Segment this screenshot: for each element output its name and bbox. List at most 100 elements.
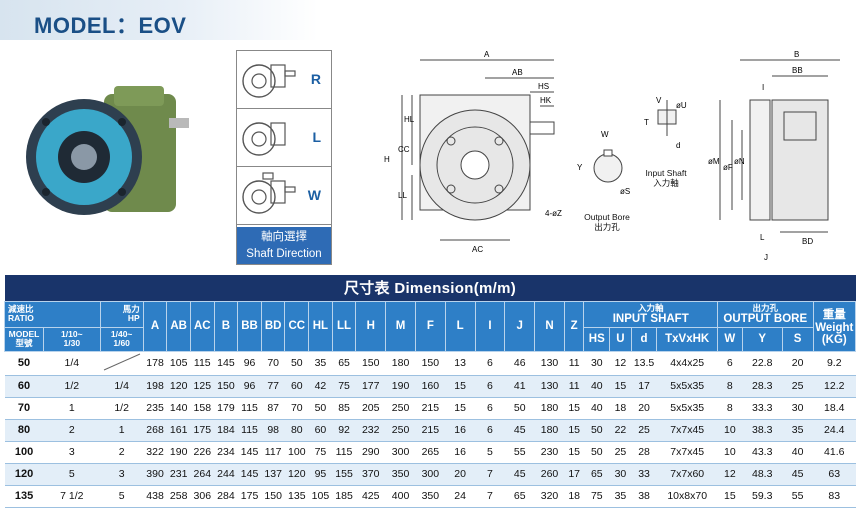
- table-cell: 7 1/2: [43, 485, 101, 508]
- table-cell: 130: [534, 351, 565, 376]
- table-cell: 155: [332, 463, 356, 486]
- ratio-range-2-bottom: 1/60: [113, 338, 130, 348]
- table-cell: 20: [782, 351, 814, 376]
- col-u: U: [609, 326, 632, 352]
- table-cell: 8: [717, 397, 743, 420]
- dimension-table: 尺寸表 Dimension(m/m) 減速比 RATIO 馬力 HP A AB …: [3, 275, 857, 508]
- hp-header-cn: 馬力: [122, 304, 140, 314]
- col-cc: CC: [284, 300, 310, 352]
- dim-i: I: [762, 83, 764, 92]
- table-cell: 438: [143, 485, 167, 508]
- table-cell: 7x7x45: [656, 441, 718, 464]
- output-bore-header-cn: 出力孔: [752, 302, 779, 313]
- col-m: M: [385, 300, 416, 352]
- table-cell: 150: [415, 351, 446, 376]
- table-cell: 43.3: [742, 441, 783, 464]
- table-cell: 15: [564, 397, 584, 420]
- table-cell: 178: [143, 351, 167, 376]
- table-cell: 130: [534, 375, 565, 398]
- table-cell: 231: [166, 463, 191, 486]
- model-cell: 50: [4, 351, 44, 376]
- table-cell: 7x7x60: [656, 463, 718, 486]
- col-ac: AC: [189, 300, 215, 352]
- direction-r-label: R: [310, 71, 321, 87]
- empty-diagonal: [103, 353, 140, 370]
- dim-b: B: [794, 50, 799, 59]
- dimension-table-wrap: 尺寸表 Dimension(m/m) 減速比 RATIO 馬力 HP A AB …: [3, 275, 857, 522]
- table-cell: 6: [475, 397, 505, 420]
- table-cell: 33.3: [742, 397, 783, 420]
- table-cell: 135: [284, 485, 309, 508]
- side-view: [719, 59, 840, 233]
- table-cell: 38.3: [742, 419, 783, 442]
- table-cell: 63: [813, 463, 856, 486]
- table-cell: 48.3: [742, 463, 783, 486]
- model-banner: [0, 0, 318, 40]
- table-cell: 40: [583, 397, 610, 420]
- table-cell: 6: [475, 419, 505, 442]
- table-cell: 175: [237, 485, 262, 508]
- table-cell: 180: [534, 419, 565, 442]
- gearbox-l-icon: [242, 122, 286, 156]
- table-cell: 140: [166, 397, 191, 420]
- table-cell: 75: [332, 375, 356, 398]
- dim-hs: HS: [538, 82, 549, 91]
- table-cell: 115: [237, 419, 262, 442]
- ratio-header: 減速比 RATIO: [4, 300, 101, 328]
- table-cell: 30: [782, 397, 814, 420]
- table-cell: 50: [583, 441, 610, 464]
- table-cell: 15: [564, 419, 584, 442]
- col-b: B: [213, 300, 239, 352]
- table-cell: 5x5x35: [656, 397, 718, 420]
- table-cell: 96: [237, 351, 262, 376]
- table-cell: 20: [631, 397, 657, 420]
- dim-bd: BD: [802, 237, 813, 246]
- table-cell: 184: [214, 419, 238, 442]
- table-cell: 42: [308, 375, 333, 398]
- table-cell: 390: [143, 463, 167, 486]
- table-cell: 322: [143, 441, 167, 464]
- table-cell: 41.6: [813, 441, 856, 464]
- table-cell: 306: [190, 485, 215, 508]
- page-title: MODEL：EOV: [34, 13, 187, 38]
- table-cell: 300: [385, 441, 416, 464]
- output-bore-header: 出力孔 OUTPUT BORE: [717, 300, 814, 328]
- table-cell: 244: [214, 463, 238, 486]
- table-cell: 190: [385, 375, 416, 398]
- table-cell: 5x5x35: [656, 375, 718, 398]
- table-cell: 1/2: [100, 397, 144, 420]
- input-shaft-caption-cn: 入力軸: [653, 178, 679, 188]
- table-cell: 1/4: [100, 375, 144, 398]
- table-cell: 160: [415, 375, 446, 398]
- gearbox-w-icon: [242, 172, 296, 214]
- table-cell: 150: [261, 485, 285, 508]
- col-ab: AB: [166, 300, 191, 352]
- dim-j: J: [764, 253, 768, 262]
- table-cell: 59.3: [742, 485, 783, 508]
- dim-s: øS: [620, 187, 630, 196]
- ratio-range-1-bottom: 1/30: [63, 338, 81, 348]
- table-cell: 77: [261, 375, 285, 398]
- col-w: W: [717, 326, 743, 352]
- table-cell: 75: [583, 485, 610, 508]
- table-cell: 177: [355, 375, 386, 398]
- col-z: Z: [563, 300, 585, 352]
- table-cell: 100: [284, 441, 309, 464]
- col-l: L: [444, 300, 476, 352]
- table-cell: 25: [782, 375, 814, 398]
- table-cell: 300: [415, 463, 446, 486]
- col-hl: HL: [308, 300, 333, 352]
- shaft-direction-panel: R L W 軸向選擇 Shaft Direction: [236, 50, 332, 265]
- table-cell: 35: [609, 485, 632, 508]
- table-cell: 235: [143, 397, 167, 420]
- table-cell: 215: [415, 419, 446, 442]
- table-cell: 50: [583, 419, 610, 442]
- table-cell: 150: [355, 351, 386, 376]
- ratio-range-2-top: 1/40~: [110, 329, 133, 339]
- col-s: S: [781, 326, 814, 352]
- table-cell: 75: [308, 441, 333, 464]
- direction-w-label: W: [307, 187, 321, 203]
- dim-u: øU: [676, 101, 687, 110]
- table-cell: 24: [445, 485, 476, 508]
